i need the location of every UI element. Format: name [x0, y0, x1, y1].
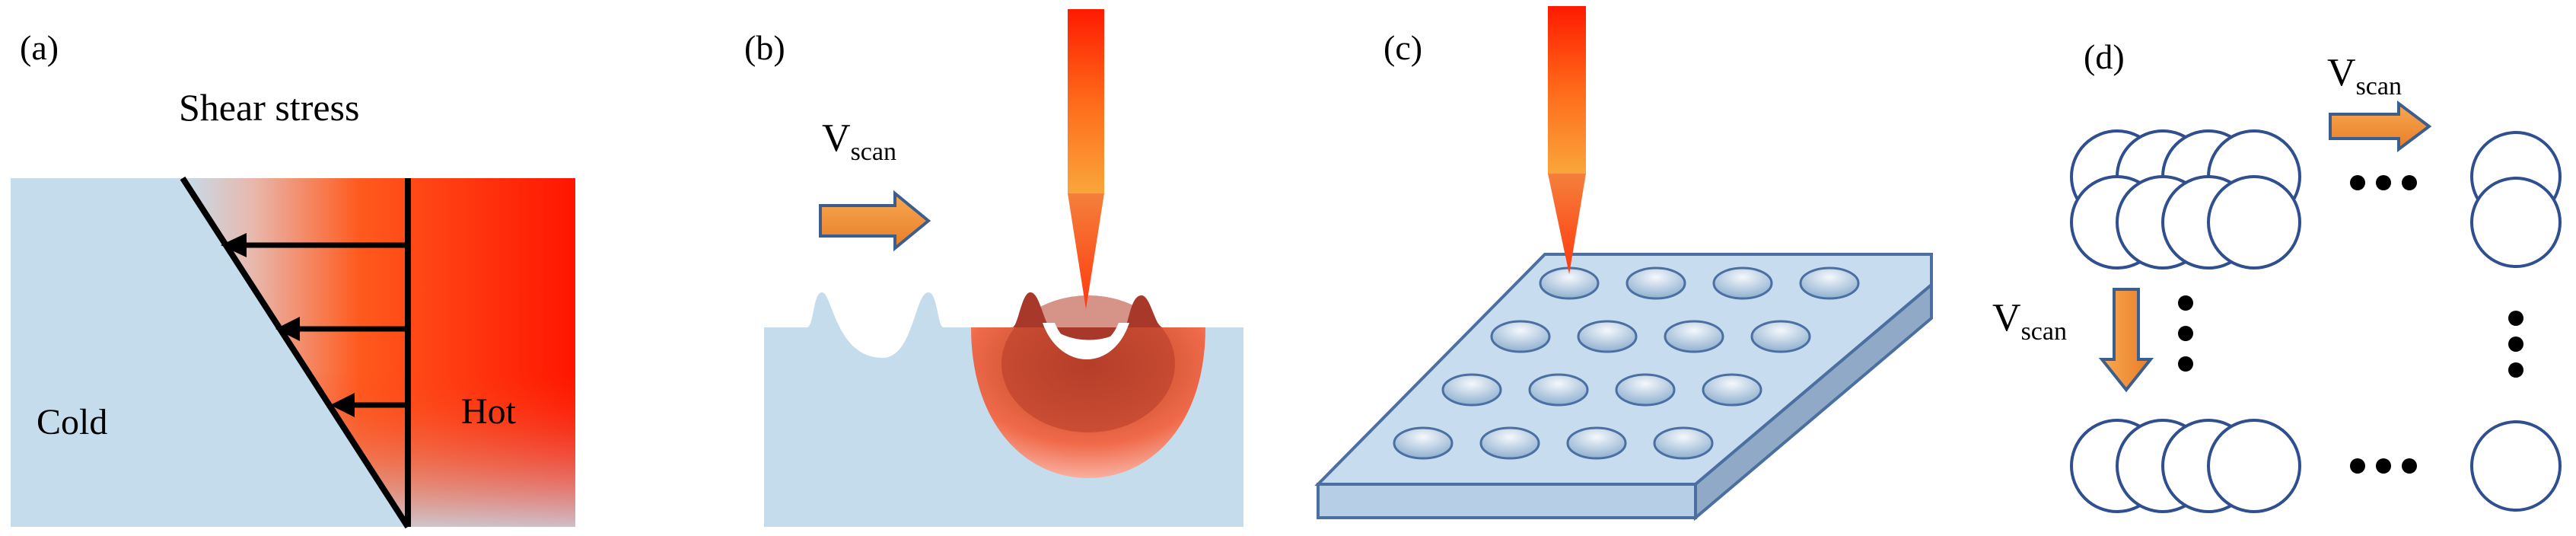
plate-side	[1694, 281, 1933, 522]
laser-focus-cone	[1548, 174, 1586, 274]
ellipsis-horizontal-bottom	[2350, 458, 2417, 474]
laser-spot	[2207, 175, 2301, 270]
dimple	[1566, 426, 1627, 460]
dimple	[1712, 266, 1773, 300]
dimple	[1664, 320, 1724, 353]
panel-a: (a) Shear stress Cold Hot	[11, 28, 575, 529]
dimple-array	[1393, 266, 1860, 460]
dimple	[1626, 266, 1686, 300]
ellipsis-vertical-right	[2508, 311, 2523, 378]
spot-group-top	[2070, 129, 2301, 270]
shear-arrow	[275, 317, 408, 341]
dimple	[1750, 320, 1811, 353]
panel-d: (d) Vscan Vscan	[1992, 37, 2562, 513]
dimple	[1702, 373, 1762, 407]
melt-core	[1001, 295, 1175, 432]
dimple	[1799, 266, 1860, 300]
ellipsis-horizontal-top	[2350, 175, 2417, 190]
laser-spot	[2470, 177, 2562, 268]
laser-spot	[2470, 420, 2562, 512]
panel-b-label: (b)	[744, 28, 785, 67]
plate-front	[1317, 483, 1697, 519]
dimple	[1577, 320, 1638, 353]
dimple	[1615, 373, 1676, 407]
dimple	[1653, 426, 1714, 460]
panel-d-label: (d)	[2084, 37, 2125, 76]
hot-label: Hot	[461, 391, 517, 432]
shear-arrow	[330, 393, 408, 417]
dimple	[1528, 373, 1589, 407]
scan-direction-arrow	[819, 190, 931, 252]
dimple	[1490, 320, 1551, 353]
panel-c-label: (c)	[1384, 28, 1422, 67]
vscan-label: Vscan	[822, 116, 896, 166]
panel-c: (c)	[1314, 6, 1933, 522]
shear-arrow	[221, 233, 408, 257]
dimple	[1393, 426, 1454, 460]
panel-b: (b) Vscan	[744, 9, 1243, 527]
scan-direction-arrow-horizontal	[2329, 100, 2432, 152]
dimple	[1479, 426, 1540, 460]
dimple	[1441, 373, 1502, 407]
laser-beam	[1068, 9, 1104, 193]
spot-group-bottom	[2070, 419, 2562, 513]
vscan-vertical-label: Vscan	[1992, 296, 2067, 346]
crater-cavity	[1043, 323, 1129, 360]
stress-profile-line	[180, 176, 411, 529]
laser-beam	[1548, 6, 1586, 174]
scan-direction-arrow-vertical	[2098, 288, 2154, 393]
spot-group-top-right	[2470, 131, 2562, 268]
ellipsis-vertical-left	[2178, 295, 2193, 372]
shear-stress-title: Shear stress	[179, 86, 359, 129]
vscan-horizontal-label: Vscan	[2327, 51, 2402, 100]
hot-region-fade	[183, 178, 575, 527]
laser-focus-cone	[1068, 193, 1104, 309]
panel-a-label: (a)	[20, 28, 59, 67]
laser-spot	[2207, 419, 2301, 513]
cold-label: Cold	[37, 402, 107, 442]
